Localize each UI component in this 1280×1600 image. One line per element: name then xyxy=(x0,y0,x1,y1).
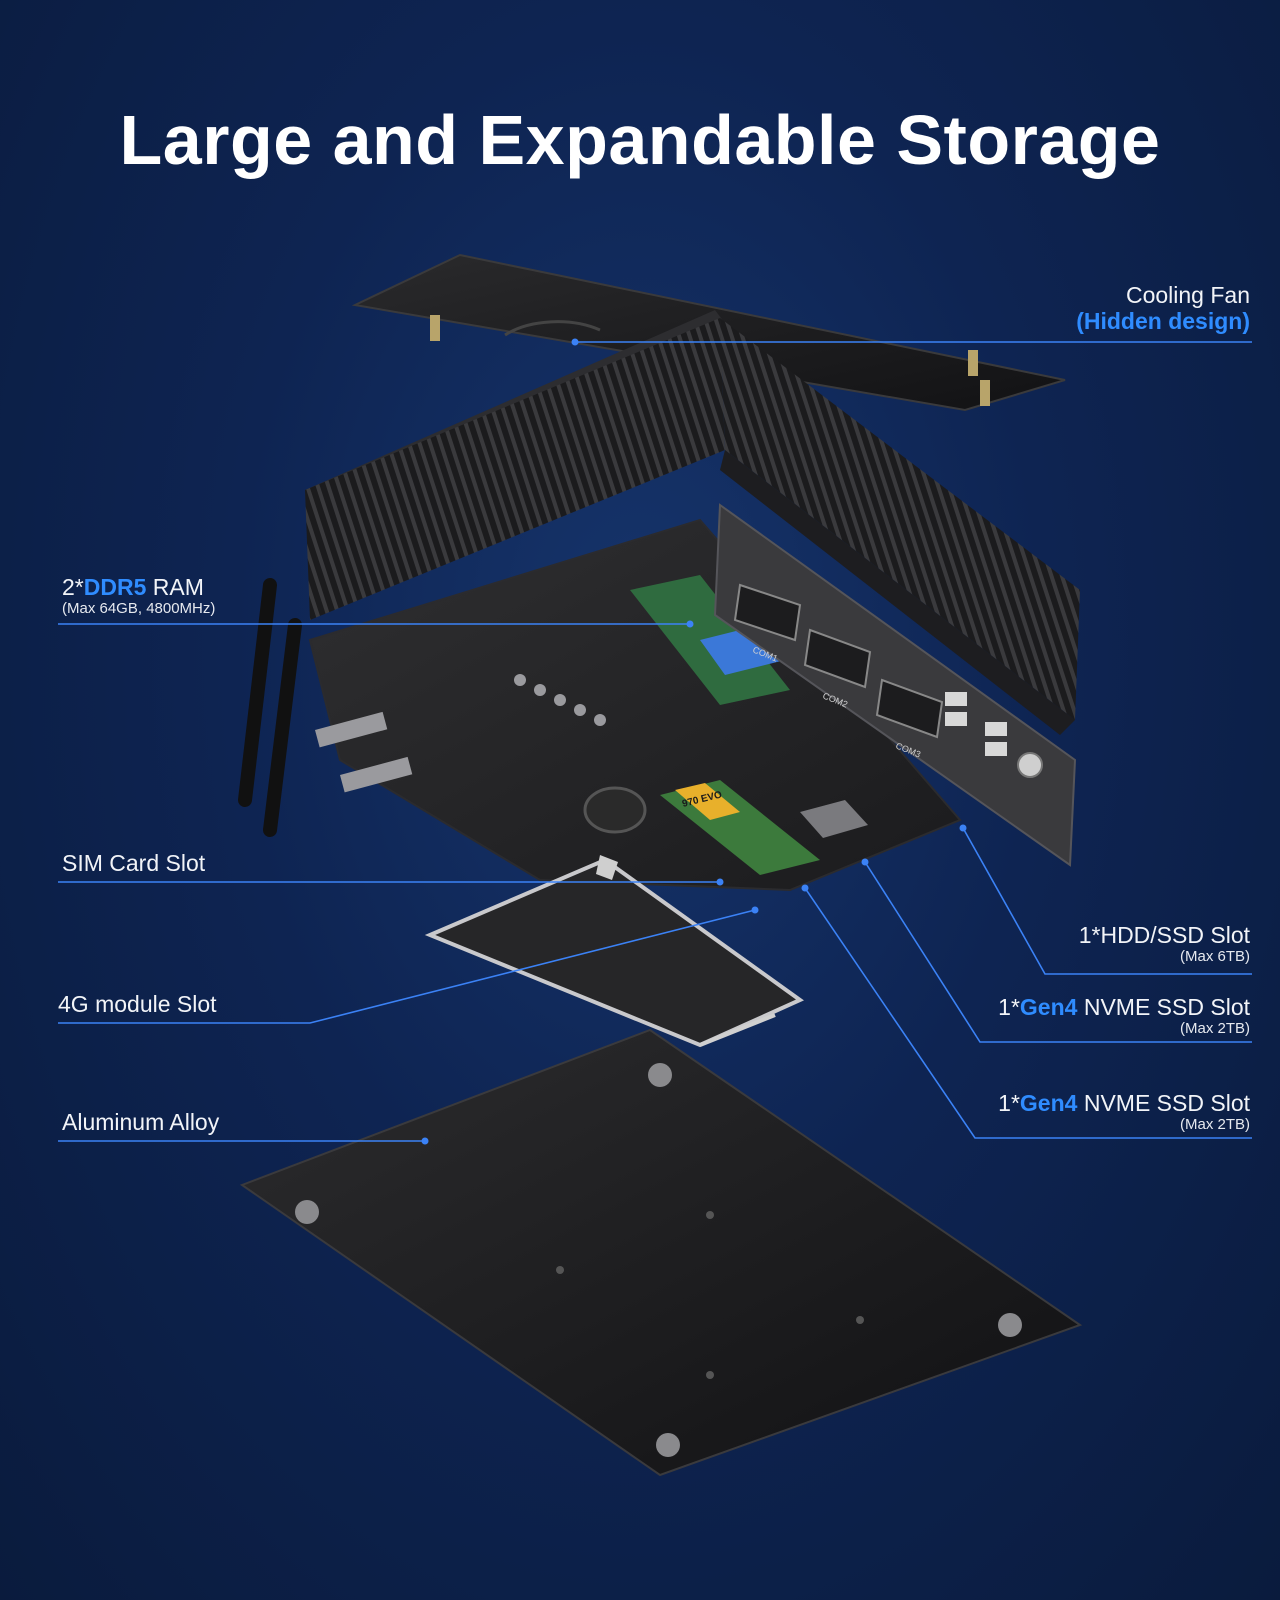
nvme1-accent: Gen4 xyxy=(1019,994,1078,1020)
hdd-title: 1*HDD/SSD Slot xyxy=(1078,922,1250,948)
motherboard xyxy=(308,518,962,892)
nvme1-prefix: 1* xyxy=(998,994,1020,1020)
nvme2-prefix: 1* xyxy=(998,1090,1020,1116)
power-button-icon xyxy=(1017,752,1043,778)
nvme-slot-1-label: 1*Gen4 NVME SSD Slot (Max 2TB) xyxy=(998,994,1250,1038)
sim-card-slot-label: SIM Card Slot xyxy=(62,850,206,876)
ram-prefix: 2* xyxy=(62,574,84,600)
nvme2-suffix: NVME SSD Slot xyxy=(1077,1090,1250,1116)
cooling-fan-title: Cooling Fan xyxy=(1125,282,1250,308)
cooling-fan-label: Cooling Fan (Hidden design) xyxy=(1076,282,1250,334)
nvme1-suffix: NVME SSD Slot xyxy=(1077,994,1250,1020)
4g-module-slot-label: 4G module Slot xyxy=(58,991,217,1017)
hdd-sub: (Max 6TB) xyxy=(1179,948,1250,965)
ram-label: 2*DDR5 RAM (Max 64GB, 4800MHz) xyxy=(62,574,215,618)
hdd-slot-label: 1*HDD/SSD Slot (Max 6TB) xyxy=(1079,922,1250,966)
nvme2-accent: Gen4 xyxy=(1019,1090,1078,1116)
cooling-fan-note: (Hidden design) xyxy=(1076,308,1250,334)
ram-sub: (Max 64GB, 4800MHz) xyxy=(62,600,216,617)
ram-suffix: RAM xyxy=(146,574,204,600)
heatsink xyxy=(305,310,1080,735)
drive-bracket xyxy=(424,855,804,1048)
page-title: Large and Expandable Storage xyxy=(119,101,1161,179)
io-panel: COM1 COM2 COM3 xyxy=(713,503,1077,867)
nvme2-sub: (Max 2TB) xyxy=(1179,1116,1250,1133)
aluminum-alloy-label: Aluminum Alloy xyxy=(62,1109,220,1135)
ram-accent: DDR5 xyxy=(83,574,147,600)
nvme-slot-2-label: 1*Gen4 NVME SSD Slot (Max 2TB) xyxy=(998,1090,1250,1134)
bottom-plate xyxy=(239,1028,1083,1477)
nvme1-sub: (Max 2TB) xyxy=(1179,1020,1250,1037)
callout-lines xyxy=(58,338,1252,1145)
antennas xyxy=(238,578,413,837)
